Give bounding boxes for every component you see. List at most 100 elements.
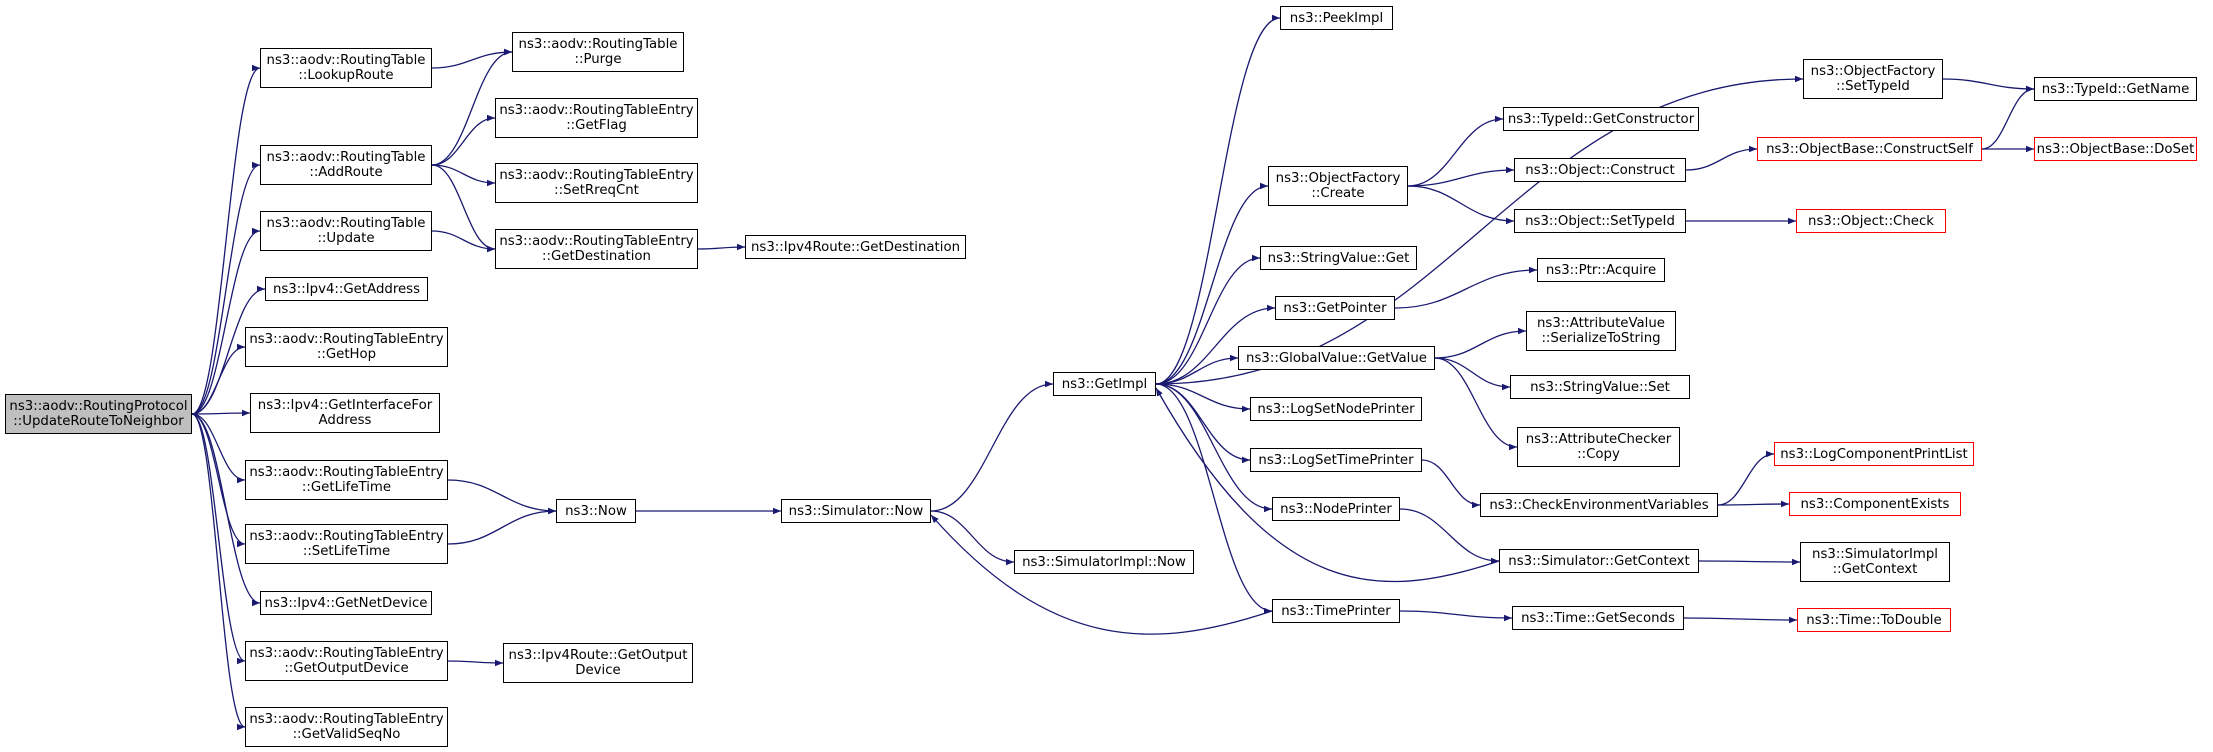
node-label: ns3::ComponentExists bbox=[1800, 496, 1950, 512]
edge-checkenvvars-to-logcomponentprintlist bbox=[1717, 450, 1775, 506]
node-label: ::GetDestination bbox=[542, 249, 651, 264]
node-peekimpl[interactable]: ns3::PeekImpl bbox=[1280, 6, 1393, 30]
node-label: ns3::aodv::RoutingTableEntry bbox=[499, 234, 694, 249]
edge-root-to-rte-getoutputdevice bbox=[191, 413, 246, 665]
node-label: ns3::Ipv4::GetAddress bbox=[272, 281, 421, 297]
node-time-todouble[interactable]: ns3::Time::ToDouble bbox=[1797, 608, 1951, 632]
node-typeid-getname[interactable]: ns3::TypeId::GetName bbox=[2034, 77, 2197, 101]
node-rt-purge[interactable]: ns3::aodv::RoutingTable::Purge bbox=[512, 32, 684, 72]
node-attributechecker-copy[interactable]: ns3::AttributeChecker::Copy bbox=[1517, 427, 1680, 467]
node-rte-setrreqcnt[interactable]: ns3::aodv::RoutingTableEntry::SetRreqCnt bbox=[495, 163, 698, 203]
node-label: ns3::ObjectBase::ConstructSelf bbox=[1766, 141, 1973, 157]
node-timeprinter[interactable]: ns3::TimePrinter bbox=[1272, 599, 1400, 623]
node-rt-addroute[interactable]: ns3::aodv::RoutingTable::AddRoute bbox=[260, 145, 432, 185]
node-now[interactable]: ns3::Now bbox=[556, 499, 636, 523]
node-checkenvvars[interactable]: ns3::CheckEnvironmentVariables bbox=[1480, 493, 1718, 517]
node-label: ::GetHop bbox=[316, 347, 377, 362]
node-objectbase-constructself[interactable]: ns3::ObjectBase::ConstructSelf bbox=[1757, 137, 1982, 161]
edge-root-to-ipv4-getinterface bbox=[191, 409, 251, 417]
node-rte-getoutputdevice[interactable]: ns3::aodv::RoutingTableEntry::GetOutputD… bbox=[245, 641, 448, 681]
node-nodeprinter[interactable]: ns3::NodePrinter bbox=[1272, 497, 1400, 521]
edge-rt-addroute-to-rt-purge bbox=[431, 48, 513, 166]
node-componentexists[interactable]: ns3::ComponentExists bbox=[1789, 492, 1961, 516]
node-ipv4-getaddress[interactable]: ns3::Ipv4::GetAddress bbox=[265, 277, 428, 301]
node-rte-getlifetime[interactable]: ns3::aodv::RoutingTableEntry::GetLifeTim… bbox=[245, 460, 448, 500]
node-objectfactory-create[interactable]: ns3::ObjectFactory::Create bbox=[1268, 166, 1408, 206]
edge-getimpl-to-timeprinter bbox=[1155, 383, 1273, 615]
node-simulator-getcontext[interactable]: ns3::Simulator::GetContext bbox=[1499, 549, 1699, 573]
node-object-check[interactable]: ns3::Object::Check bbox=[1796, 209, 1946, 233]
node-root[interactable]: ns3::aodv::RoutingProtocol::UpdateRouteT… bbox=[5, 394, 192, 434]
node-object-construct[interactable]: ns3::Object::Construct bbox=[1514, 158, 1686, 182]
node-rte-gethop[interactable]: ns3::aodv::RoutingTableEntry::GetHop bbox=[245, 327, 448, 367]
node-simulator-now[interactable]: ns3::Simulator::Now bbox=[781, 499, 931, 523]
node-objectfactory-settypeid[interactable]: ns3::ObjectFactory::SetTypeId bbox=[1803, 59, 1943, 99]
edge-simulator-getcontext-to-simulatorimpl-getcontext bbox=[1698, 558, 1801, 566]
node-logcomponentprintlist[interactable]: ns3::LogComponentPrintList bbox=[1774, 442, 1974, 466]
node-label: Address bbox=[318, 413, 372, 428]
edge-time-getseconds-to-time-todouble bbox=[1683, 616, 1798, 624]
node-label: ::Update bbox=[317, 231, 375, 246]
edge-getimpl-to-logsettimeprinter bbox=[1155, 383, 1251, 464]
node-rte-getflag[interactable]: ns3::aodv::RoutingTableEntry::GetFlag bbox=[495, 98, 698, 138]
node-logsetnodeprinter[interactable]: ns3::LogSetNodePrinter bbox=[1250, 397, 1422, 421]
node-label: ns3::aodv::RoutingTable bbox=[266, 216, 426, 231]
node-simulatorimpl-getcontext[interactable]: ns3::SimulatorImpl::GetContext bbox=[1800, 542, 1950, 582]
node-attributevalue-serialize[interactable]: ns3::AttributeValue::SerializeToString bbox=[1526, 311, 1676, 351]
node-rt-update[interactable]: ns3::aodv::RoutingTable::Update bbox=[260, 211, 432, 251]
node-rt-lookup[interactable]: ns3::aodv::RoutingTable::LookupRoute bbox=[260, 48, 432, 88]
edge-checkenvvars-to-componentexists bbox=[1717, 500, 1790, 508]
node-simulatorimpl-now[interactable]: ns3::SimulatorImpl::Now bbox=[1014, 550, 1194, 574]
edge-root-to-rte-gethop bbox=[191, 343, 246, 415]
edge-globalvalue-getvalue-to-attributechecker-copy bbox=[1434, 357, 1518, 451]
edge-objectbase-constructself-to-typeid-getname bbox=[1981, 85, 2035, 150]
edge-objectfactory-create-to-object-settypeid bbox=[1407, 185, 1515, 225]
node-label: ::GetFlag bbox=[566, 118, 627, 133]
node-label: ns3::Simulator::GetContext bbox=[1508, 553, 1690, 569]
node-stringvalue-get[interactable]: ns3::StringValue::Get bbox=[1260, 246, 1417, 270]
node-getimpl[interactable]: ns3::GetImpl bbox=[1053, 372, 1156, 396]
edge-root-to-rte-setlifetime bbox=[191, 413, 246, 548]
node-rte-getvalidseqno[interactable]: ns3::aodv::RoutingTableEntry::GetValidSe… bbox=[245, 707, 448, 747]
node-objectbase-doset[interactable]: ns3::ObjectBase::DoSet bbox=[2034, 137, 2197, 161]
node-getpointer[interactable]: ns3::GetPointer bbox=[1275, 296, 1395, 320]
edge-rt-addroute-to-rte-setrreqcnt bbox=[431, 164, 496, 187]
node-logsettimeprinter[interactable]: ns3::LogSetTimePrinter bbox=[1250, 448, 1422, 472]
node-label: ns3::Object::Check bbox=[1808, 213, 1934, 229]
node-typeid-getconstructor[interactable]: ns3::TypeId::GetConstructor bbox=[1503, 107, 1699, 131]
node-ipv4-getnetdevice[interactable]: ns3::Ipv4::GetNetDevice bbox=[260, 591, 432, 615]
edge-rt-addroute-to-rte-getdestination bbox=[431, 164, 496, 253]
edge-getimpl-to-getpointer bbox=[1155, 304, 1276, 385]
node-ipv4route-getdestination[interactable]: ns3::Ipv4Route::GetDestination bbox=[745, 235, 966, 259]
node-object-settypeid[interactable]: ns3::Object::SetTypeId bbox=[1514, 209, 1686, 233]
edge-nodeprinter-to-simulator-getcontext bbox=[1399, 508, 1500, 565]
node-stringvalue-set[interactable]: ns3::StringValue::Set bbox=[1510, 375, 1690, 399]
node-label: ::GetContext bbox=[1832, 562, 1918, 577]
edge-getimpl-to-peekimpl bbox=[1155, 14, 1281, 385]
node-label: ::LookupRoute bbox=[298, 68, 394, 83]
node-label: ns3::Time::ToDouble bbox=[1806, 612, 1942, 628]
edge-root-to-rt-lookup bbox=[191, 64, 261, 415]
node-label: ns3::aodv::RoutingTable bbox=[266, 53, 426, 68]
node-globalvalue-getvalue[interactable]: ns3::GlobalValue::GetValue bbox=[1238, 346, 1435, 370]
node-ptr-acquire[interactable]: ns3::Ptr::Acquire bbox=[1537, 258, 1665, 282]
edge-simulator-getcontext-to-getimpl bbox=[1155, 387, 1500, 583]
node-label: ::SerializeToString bbox=[1541, 331, 1661, 346]
node-label: ns3::ObjectFactory bbox=[1810, 64, 1936, 79]
node-label: ::GetOutputDevice bbox=[284, 661, 409, 676]
edge-logsettimeprinter-to-checkenvvars bbox=[1421, 459, 1481, 509]
node-label: ns3::Time::GetSeconds bbox=[1521, 610, 1675, 626]
node-rte-setlifetime[interactable]: ns3::aodv::RoutingTableEntry::SetLifeTim… bbox=[245, 524, 448, 564]
node-label: ::UpdateRouteToNeighbor bbox=[13, 414, 184, 429]
node-rte-getdestination[interactable]: ns3::aodv::RoutingTableEntry::GetDestina… bbox=[495, 229, 698, 269]
node-label: ns3::StringValue::Set bbox=[1530, 379, 1670, 395]
node-time-getseconds[interactable]: ns3::Time::GetSeconds bbox=[1512, 606, 1684, 630]
node-label: ns3::Simulator::Now bbox=[788, 503, 924, 519]
node-label: ::GetLifeTime bbox=[301, 480, 392, 495]
edge-getimpl-to-nodeprinter bbox=[1155, 383, 1273, 513]
edge-rte-getlifetime-to-now bbox=[447, 479, 557, 515]
node-label: ns3::SimulatorImpl bbox=[1812, 547, 1938, 562]
node-label: ns3::PeekImpl bbox=[1289, 10, 1384, 26]
